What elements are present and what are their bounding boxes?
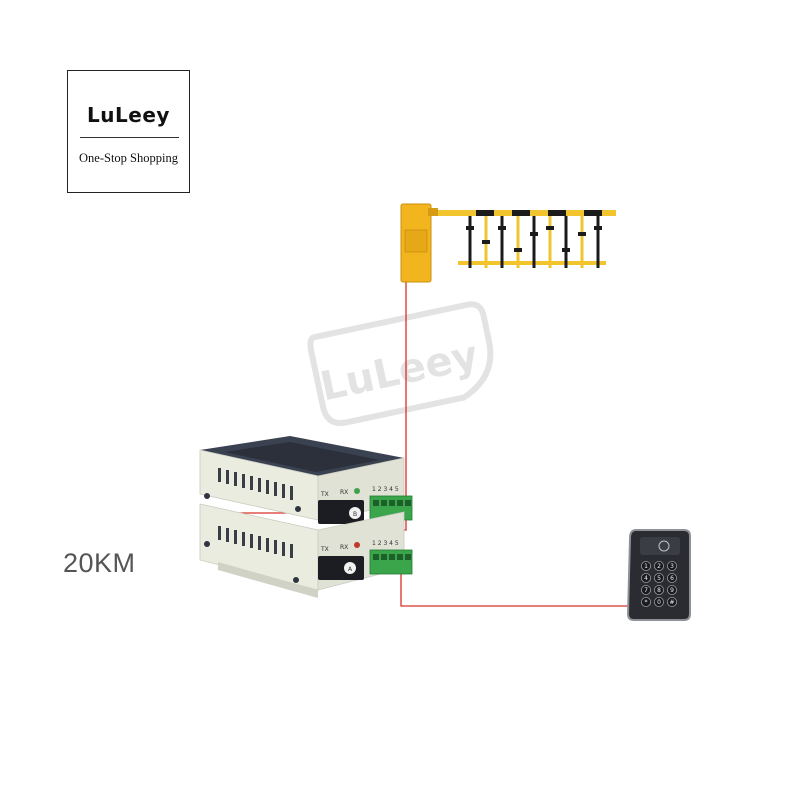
keypad-key xyxy=(654,561,665,572)
watermark: LuLeey xyxy=(307,301,494,426)
converter-top: TX RX B 1 2 3 4 5 xyxy=(199,436,413,524)
watermark-shape xyxy=(307,301,494,426)
logo-divider xyxy=(80,137,179,138)
keypad-key-label: 3 xyxy=(670,563,674,570)
top-rx-label: RX xyxy=(340,489,348,496)
converter-bottom: TX RX A 1 2 3 4 5 xyxy=(199,503,413,598)
access-keypad-icon: 1 2 3 4 5 6 7 8 9 * 0 # xyxy=(626,529,691,621)
keypad-key-label: 8 xyxy=(657,587,661,594)
barrier-gate-icon xyxy=(400,203,616,283)
keypad-key-label: 5 xyxy=(657,575,661,582)
bottom-rx-label: RX xyxy=(340,544,348,551)
keypad-key xyxy=(654,585,665,596)
fiber-converter-icon: TX RX B 1 2 3 4 5 TX xyxy=(199,436,413,598)
keypad-key xyxy=(641,585,652,596)
keypad-key-label: 2 xyxy=(657,563,661,570)
brand-name: LuLeey xyxy=(87,103,170,127)
keypad-key-label: 6 xyxy=(670,575,674,582)
keypad-key xyxy=(641,573,652,584)
bottom-terminal-numbers: 1 2 3 4 5 xyxy=(372,540,399,547)
top-terminal-numbers: 1 2 3 4 5 xyxy=(372,486,399,493)
bottom-tx-label: TX xyxy=(320,546,329,553)
distance-label: 20KM xyxy=(63,548,136,578)
keypad-key xyxy=(667,597,678,608)
keypad-key-label: 9 xyxy=(670,587,674,594)
keypad-key xyxy=(654,597,665,608)
keypad-key xyxy=(667,561,678,572)
keypad-key xyxy=(641,561,652,572)
top-tx-label: TX xyxy=(320,491,329,498)
brand-tagline: One-Stop Shopping xyxy=(79,151,178,165)
bottom-port-badge: A xyxy=(348,566,353,573)
brand-logo-box: LuLeey One-Stop Shopping xyxy=(67,70,190,193)
keypad-key xyxy=(667,585,678,596)
keypad-key-label: 7 xyxy=(644,587,648,594)
keypad-key xyxy=(654,573,665,584)
top-port-badge: B xyxy=(353,511,357,518)
keypad-key-label: 4 xyxy=(644,575,648,582)
keypad-keys: 1 2 3 4 5 6 7 8 9 * 0 # xyxy=(641,561,678,608)
keypad-key-label: 0 xyxy=(657,599,661,606)
keypad-key xyxy=(641,597,652,608)
keypad-key xyxy=(667,573,678,584)
keypad-key-label: # xyxy=(669,599,674,606)
cable-keypad xyxy=(400,567,636,607)
keypad-key-label: 1 xyxy=(644,563,648,570)
keypad-key-label: * xyxy=(645,599,648,606)
